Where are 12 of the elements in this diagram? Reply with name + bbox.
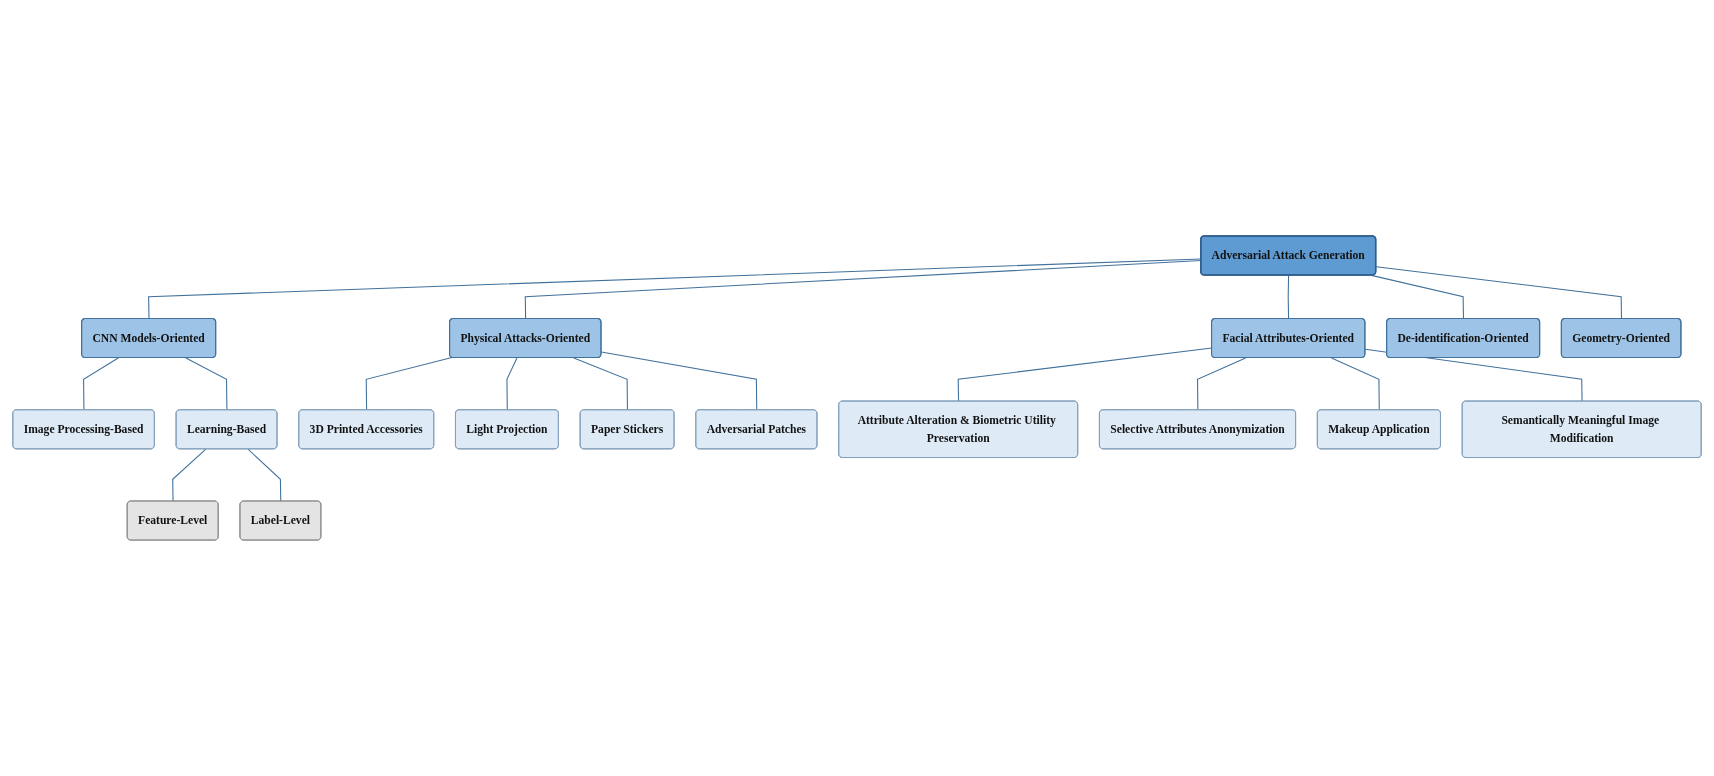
connector: [1196, 357, 1247, 411]
connector: [600, 351, 758, 411]
connector: [247, 448, 282, 502]
connector: [365, 357, 453, 411]
connector: [1331, 357, 1380, 411]
connector: [1375, 266, 1623, 320]
connector: [1287, 274, 1290, 320]
connector: [172, 448, 207, 502]
connector: [1370, 274, 1465, 320]
connector: [1364, 348, 1583, 402]
connector: [506, 357, 518, 411]
connector: [573, 357, 628, 411]
